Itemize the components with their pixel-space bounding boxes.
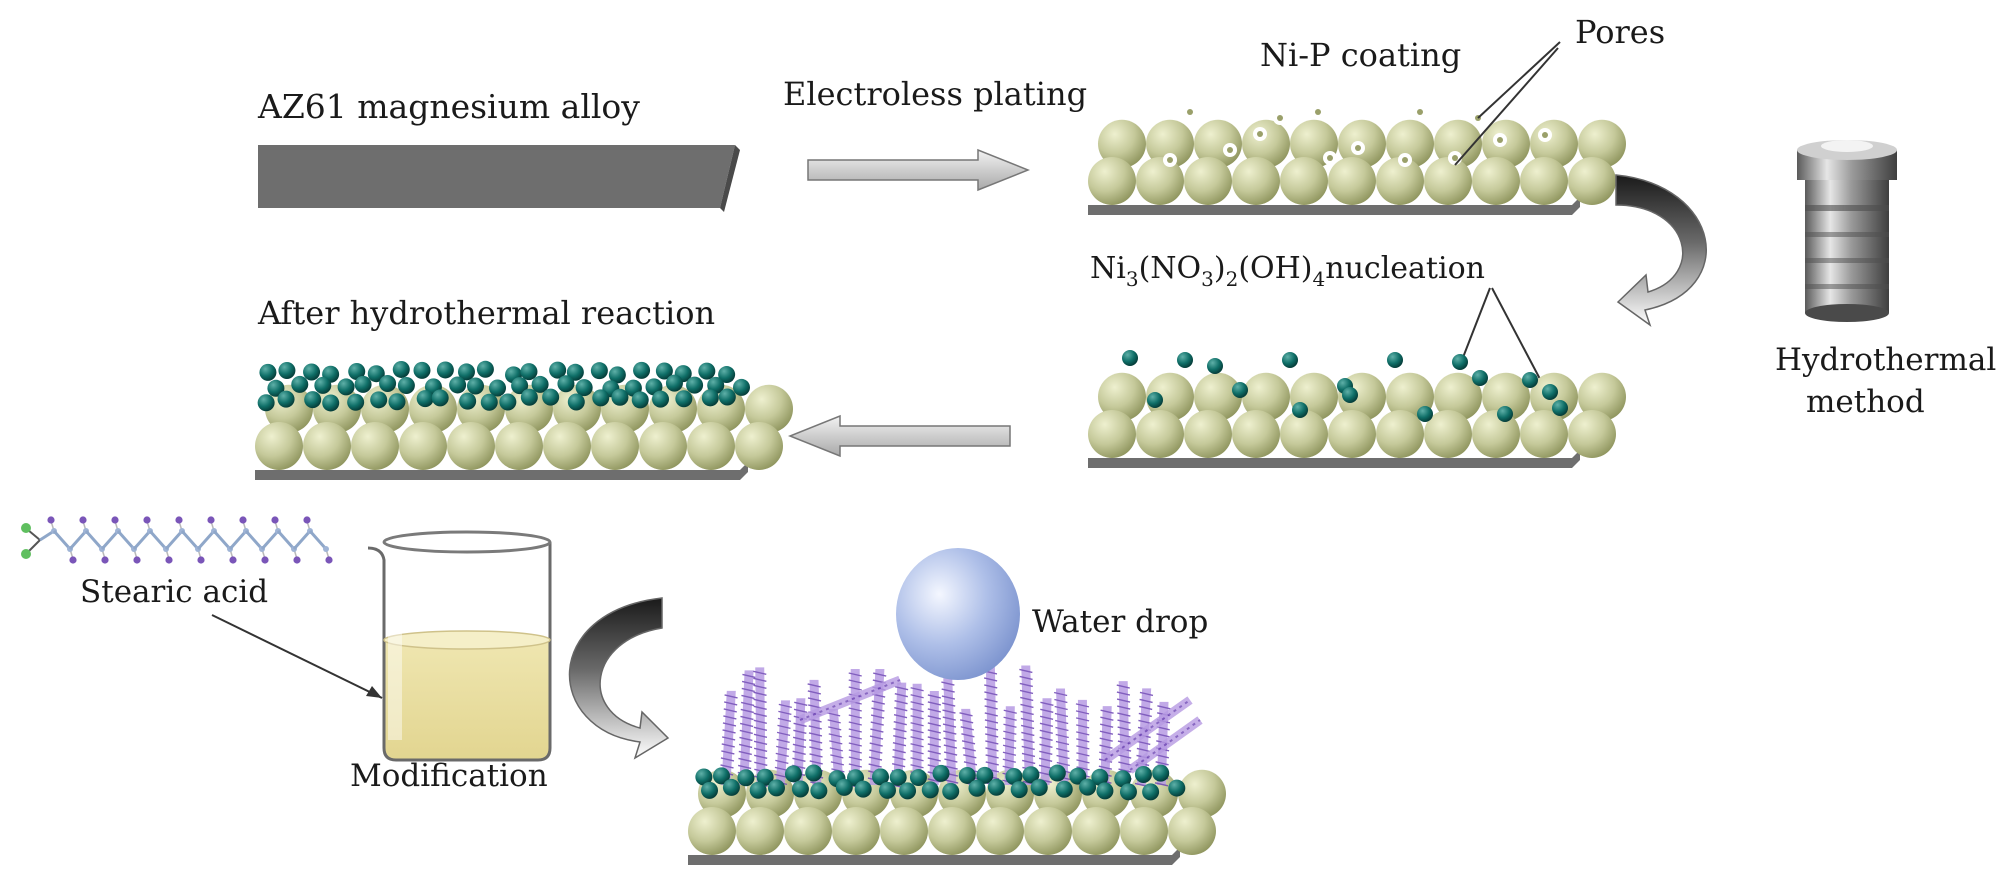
nucleation-block — [1088, 350, 1626, 468]
water-drop-label: Water drop — [1032, 604, 1208, 640]
arrow-to-after-reaction — [787, 414, 1011, 458]
hydrothermal-label-line2: method — [1806, 384, 1925, 420]
nucleation-label: Ni3(NO3)2(OH)4nucleation — [1090, 251, 1485, 291]
stearic-acid-pointer — [211, 614, 383, 699]
substrate-label: AZ61 magnesium alloy — [257, 87, 640, 126]
ni-p-coating-label: Ni-P coating — [1260, 36, 1461, 74]
pores-pointer-1 — [1477, 41, 1561, 119]
pores-label: Pores — [1575, 13, 1665, 51]
pores-pointer-2 — [1454, 47, 1559, 166]
stearic-acid-label: Stearic acid — [80, 574, 268, 610]
curved-arrow-modification — [568, 597, 670, 760]
ni-p-coating-block — [1088, 105, 1626, 215]
superhydrophobic-block — [688, 665, 1226, 865]
after-reaction-block — [255, 360, 793, 480]
arrow-electroless-plating — [807, 148, 1031, 192]
after-reaction-label: After hydrothermal reaction — [257, 294, 715, 332]
magnesium-alloy-plate — [258, 145, 735, 208]
water-drop-icon — [896, 548, 1020, 680]
hydrothermal-label-line1: Hydrothermal — [1775, 342, 1996, 378]
stearic-acid-molecule-icon — [21, 516, 333, 564]
curved-arrow-hydrothermal — [1615, 174, 1707, 327]
electroless-plating-label: Electroless plating — [783, 75, 1087, 113]
beaker-icon — [367, 530, 552, 762]
modification-label: Modification — [350, 758, 548, 794]
autoclave-icon — [1797, 140, 1897, 322]
nucleation-pointer-1 — [1461, 287, 1491, 361]
